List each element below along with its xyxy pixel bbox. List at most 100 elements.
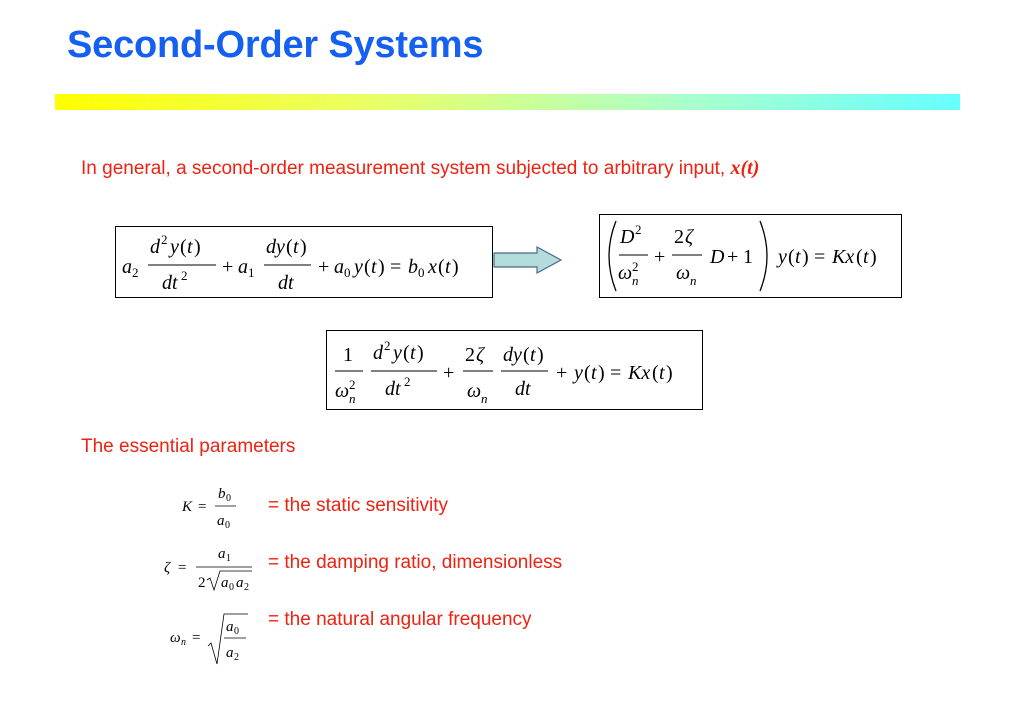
svg-text:Kx: Kx: [627, 362, 650, 384]
svg-text:t: t: [863, 246, 869, 268]
title-underline-bar: [55, 94, 960, 110]
svg-text:x: x: [427, 256, 437, 278]
damping-ratio-description: = the damping ratio, dimensionless: [268, 552, 563, 573]
svg-text:0: 0: [234, 626, 239, 637]
svg-text:2: 2: [349, 377, 356, 392]
svg-text:a: a: [217, 513, 225, 529]
svg-text:t: t: [659, 362, 665, 384]
svg-text:d: d: [373, 342, 384, 364]
svg-text:t: t: [795, 246, 801, 268]
svg-text:t: t: [445, 256, 451, 278]
svg-text:2: 2: [384, 338, 391, 353]
svg-text:a: a: [122, 256, 132, 278]
svg-text:ω: ω: [335, 380, 349, 402]
svg-text:a: a: [221, 575, 229, 591]
svg-text:(: (: [438, 256, 445, 278]
svg-text:n: n: [632, 273, 639, 288]
svg-text:dy: dy: [503, 344, 522, 366]
svg-text:(: (: [652, 362, 659, 384]
svg-text:0: 0: [418, 265, 425, 280]
svg-text:dy: dy: [266, 236, 285, 258]
svg-text:0: 0: [344, 265, 351, 280]
svg-text:2: 2: [632, 259, 639, 274]
svg-text:t: t: [410, 342, 416, 364]
svg-text:a: a: [226, 619, 234, 635]
svg-text:Kx: Kx: [831, 246, 854, 268]
intro-sentence: In general, a second-order measurement s…: [81, 158, 726, 179]
svg-text:(: (: [403, 342, 410, 364]
svg-text:(: (: [788, 246, 795, 268]
svg-text:): ): [300, 236, 307, 258]
svg-text:=: =: [390, 256, 401, 278]
svg-text:): ): [194, 236, 201, 258]
svg-text:b: b: [408, 256, 418, 278]
svg-text:a: a: [218, 546, 226, 562]
svg-text:ω: ω: [467, 380, 481, 402]
svg-text:0: 0: [229, 582, 234, 593]
svg-text:a: a: [226, 645, 234, 661]
svg-text:=: =: [814, 246, 825, 268]
svg-text:=: =: [610, 362, 621, 384]
svg-text:=: =: [198, 499, 206, 515]
svg-text:dt: dt: [162, 272, 178, 294]
svg-text:): ): [870, 246, 877, 268]
svg-text:y: y: [168, 236, 179, 258]
svg-text:2: 2: [465, 344, 475, 366]
svg-text:ζ: ζ: [685, 226, 695, 248]
svg-text:(: (: [523, 344, 530, 366]
svg-text:ω: ω: [676, 262, 690, 284]
svg-text:2: 2: [198, 575, 206, 591]
svg-text:(: (: [584, 362, 591, 384]
svg-text:t: t: [293, 236, 299, 258]
svg-text:K: K: [181, 499, 193, 515]
svg-text:+: +: [222, 256, 233, 278]
svg-text:(: (: [364, 256, 371, 278]
static-sensitivity-description: = the static sensitivity: [268, 495, 449, 516]
svg-text:+: +: [443, 362, 454, 384]
svg-text:a: a: [334, 256, 344, 278]
svg-text:a: a: [236, 575, 244, 591]
svg-text:ζ: ζ: [476, 344, 486, 366]
svg-text:2: 2: [404, 374, 411, 389]
svg-text:dt: dt: [385, 378, 401, 400]
svg-text:): ): [452, 256, 459, 278]
svg-text:y: y: [352, 256, 363, 278]
svg-text:+: +: [318, 256, 329, 278]
svg-text:D: D: [709, 246, 725, 268]
svg-text:(: (: [856, 246, 863, 268]
svg-text:2: 2: [181, 268, 188, 283]
svg-text:t: t: [187, 236, 193, 258]
svg-text:+: +: [654, 246, 665, 268]
svg-text:): ): [378, 256, 385, 278]
svg-text:2: 2: [635, 222, 642, 237]
svg-text:): ): [537, 344, 544, 366]
svg-text:): ): [802, 246, 809, 268]
svg-text:n: n: [349, 391, 356, 406]
svg-text:y: y: [776, 246, 787, 268]
svg-text:b: b: [218, 486, 226, 502]
page-title: Second-Order Systems: [67, 24, 484, 66]
intro-input-symbol: x(t): [730, 157, 760, 179]
svg-text:0: 0: [226, 493, 231, 504]
svg-text:1: 1: [343, 344, 353, 366]
svg-text:ω: ω: [170, 630, 181, 646]
svg-text:0: 0: [225, 520, 230, 531]
svg-text:2: 2: [161, 232, 168, 247]
svg-text:dt: dt: [515, 378, 531, 400]
svg-text:t: t: [591, 362, 597, 384]
svg-text:): ): [417, 342, 424, 364]
svg-text:a: a: [238, 256, 248, 278]
parameters-heading: The essential parameters: [81, 436, 296, 457]
svg-text:1: 1: [248, 265, 255, 280]
svg-text:d: d: [150, 236, 161, 258]
svg-text:n: n: [690, 273, 697, 288]
svg-text:dt: dt: [278, 272, 294, 294]
svg-text:ζ: ζ: [164, 560, 171, 576]
right-arrow-icon: [493, 246, 563, 274]
